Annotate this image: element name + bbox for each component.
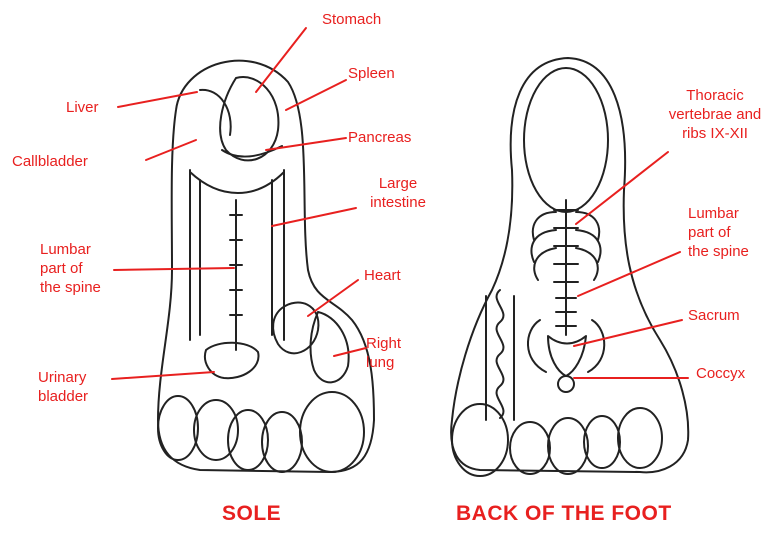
label-spleen: Spleen [348,64,395,83]
sole-toe-5 [300,392,364,472]
leader-urinary [112,372,214,379]
title-sole: SOLE [222,502,281,526]
spine-sole [230,200,242,350]
leader-gallbladder [146,140,196,160]
back-toe-3 [548,418,588,474]
label-right-lung-line1: Right [366,334,401,353]
label-thoracic-line2: vertebrae and [660,105,770,124]
label-thoracic: Thoracic vertebrae and ribs IX-XII [660,86,770,143]
label-lumbar-back-line1: Lumbar [688,204,749,223]
label-sacrum: Sacrum [688,306,740,325]
label-gallbladder: Callbladder [12,152,88,171]
sole-toe-1 [158,396,198,460]
heart-sketch [273,303,318,354]
label-stomach: Stomach [322,10,381,29]
thoracic-spine [554,200,578,290]
leader-sacrum [574,320,682,346]
label-urinary-bladder: Urinary bladder [38,368,88,406]
leader-heart [308,280,358,316]
label-large-intestine: Large intestine [360,174,436,212]
sacrum-sketch [548,336,586,376]
leader-liver [118,92,197,107]
label-lumbar-sole-line1: Lumbar [40,240,101,259]
stomach-sketch [220,77,278,160]
leader-thoracic [576,152,668,224]
label-lumbar-back-line2: part of [688,223,749,242]
title-back-of-foot: BACK OF THE FOOT [456,502,672,526]
leader-lumbar-sole [114,268,234,270]
label-lumbar-back: Lumbar part of the spine [688,204,749,261]
pancreas-sketch [222,146,282,157]
label-right-lung-line2: lung [366,353,401,372]
lumbar-spine-back [556,290,576,335]
back-toe-5 [618,408,662,468]
label-liver: Liver [66,98,99,117]
tendon-braid [497,290,504,418]
label-lumbar-sole-line3: the spine [40,278,101,297]
leader-pancreas [266,138,346,150]
back-toe-4 [584,416,620,468]
label-lumbar-back-line3: the spine [688,242,749,261]
label-large-intestine-line1: Large [360,174,436,193]
label-right-lung: Right lung [366,334,401,372]
coccyx-sketch [558,376,574,392]
leader-right-lung [334,348,366,356]
label-lumbar-sole: Lumbar part of the spine [40,240,101,297]
label-pancreas: Pancreas [348,128,411,147]
label-thoracic-line3: ribs IX-XII [660,124,770,143]
heel-oval [524,68,608,212]
lung-sketch [311,312,349,382]
label-large-intestine-line2: intestine [360,193,436,212]
label-lumbar-sole-line2: part of [40,259,101,278]
label-heart: Heart [364,266,401,285]
label-urinary-line1: Urinary [38,368,88,387]
label-thoracic-line1: Thoracic [660,86,770,105]
back-toe-2 [510,422,550,474]
label-urinary-line2: bladder [38,387,88,406]
leader-stomach [256,28,306,92]
back-foot-illustration [451,58,688,476]
back-toe-1 [452,404,508,476]
label-coccyx: Coccyx [696,364,745,383]
sole-toe-2 [194,400,238,460]
sole-foot-illustration [158,61,374,472]
